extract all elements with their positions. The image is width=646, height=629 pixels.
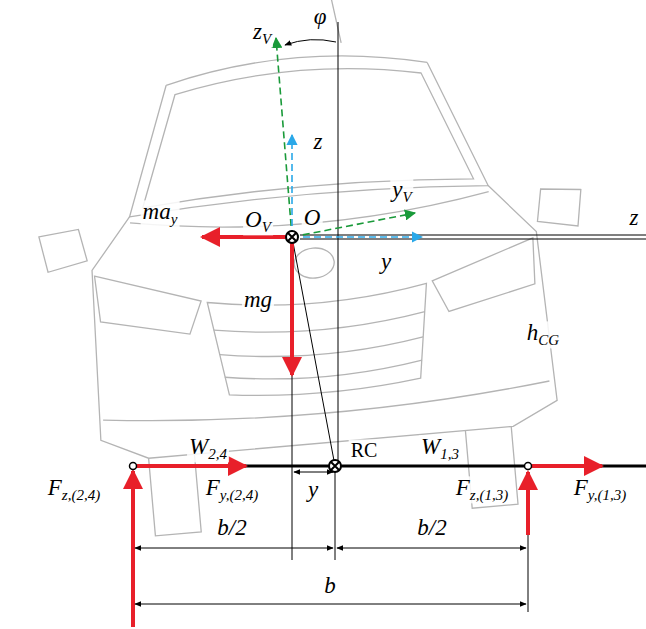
symbol-subscript: z,(2,4) <box>62 487 100 503</box>
dimension-label: b <box>322 574 338 598</box>
symbol-base: O <box>245 207 262 232</box>
car-sketch <box>20 0 607 544</box>
axle-label: W2,4 <box>187 435 229 462</box>
symbol-base: W <box>421 434 440 459</box>
y-axis <box>292 236 422 238</box>
axis-label: z <box>312 130 325 154</box>
symbol-base: W <box>189 434 208 459</box>
axis-label: y <box>379 250 393 274</box>
force-label: Fy,(2,4) <box>204 476 260 503</box>
symbol-subscript: V <box>262 219 271 235</box>
dimension-label: y <box>306 478 320 502</box>
symbol-base: F <box>206 475 220 500</box>
roll-center-label: RC <box>349 440 380 461</box>
force-label: may <box>141 200 180 227</box>
symbol-base: h <box>527 320 539 345</box>
reference-lines <box>285 22 646 612</box>
force-arrows <box>133 237 602 627</box>
ground-line <box>130 465 646 468</box>
dimension-label: b/2 <box>415 516 448 540</box>
symbol-subscript: y <box>171 211 178 227</box>
z-axis <box>291 135 293 237</box>
zv-axis <box>276 38 292 237</box>
symbol-subscript: z,(1,3) <box>470 487 508 503</box>
symbol-subscript: 1,3 <box>440 446 459 462</box>
axle-label: W1,3 <box>419 435 461 462</box>
axis-label: yV <box>390 178 413 205</box>
dimension-label: b/2 <box>215 516 248 540</box>
origin-label: O <box>302 206 323 230</box>
symbol-base: F <box>456 475 470 500</box>
point-markers <box>130 231 532 472</box>
force-label: mg <box>242 288 274 312</box>
symbol-subscript: y,(1,3) <box>588 487 626 503</box>
angle-label: φ <box>312 5 329 29</box>
dimension-lines <box>135 472 526 604</box>
symbol-base: F <box>574 475 588 500</box>
height-label: hCG <box>525 321 561 348</box>
origin-label: OV <box>243 208 273 235</box>
force-label: Fz,(2,4) <box>46 476 102 503</box>
symbol-subscript: V <box>262 31 271 47</box>
symbol-base: F <box>48 475 62 500</box>
symbol-base: y <box>392 177 402 202</box>
axis-label: z <box>628 206 641 230</box>
axis-label: zV <box>251 20 273 47</box>
symbol-subscript: 2,4 <box>208 446 227 462</box>
symbol-subscript: CG <box>538 332 559 348</box>
force-label: Fy,(1,3) <box>572 476 628 503</box>
symbol-base: z <box>253 19 262 44</box>
force-label: Fz,(1,3) <box>454 476 510 503</box>
symbol-subscript: V <box>403 189 412 205</box>
symbol-subscript: y,(2,4) <box>220 487 258 503</box>
symbol-base: ma <box>143 199 171 224</box>
